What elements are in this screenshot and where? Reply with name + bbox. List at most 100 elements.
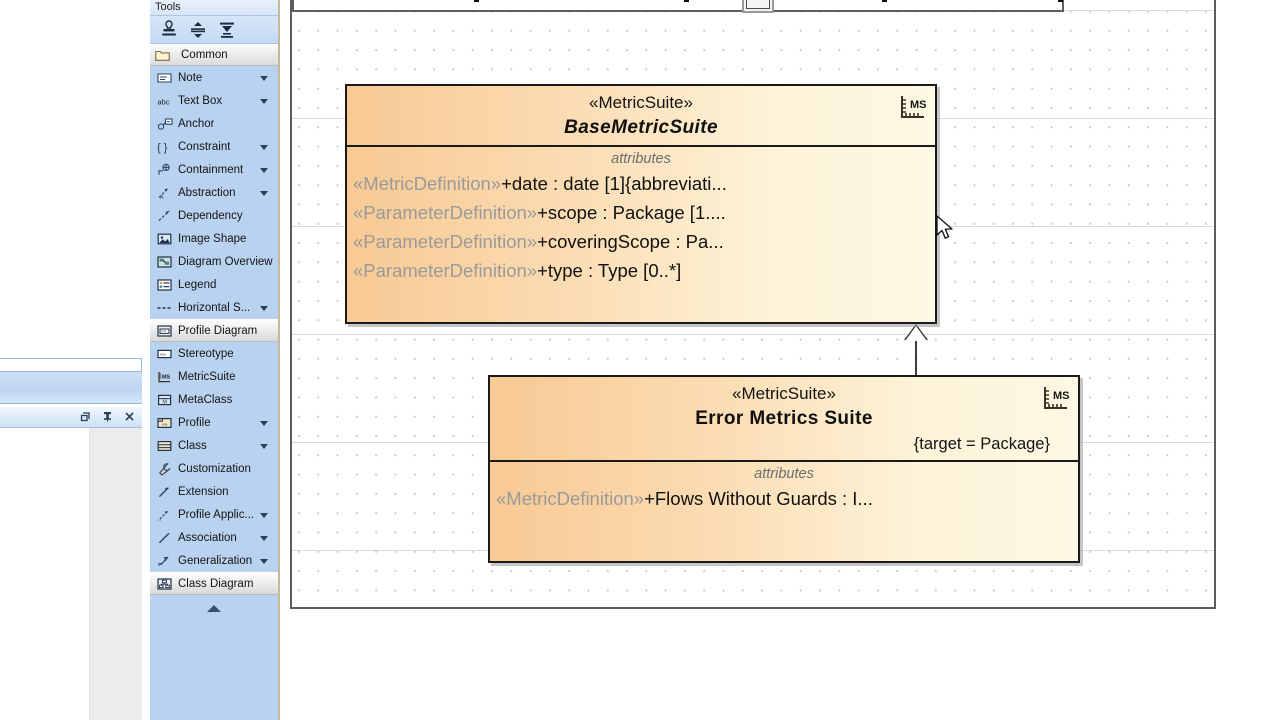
palette-item-text-box[interactable]: abc Text Box: [150, 89, 278, 112]
generalization-line[interactable]: [915, 340, 917, 376]
attribute-text: +Flows Without Guards : I...: [644, 488, 873, 509]
chevron-down-icon[interactable]: [260, 167, 268, 173]
diagram-canvas[interactable]: «MetricSuite» BaseMetricSuite MS attribu…: [282, 0, 1280, 720]
palette-item-customization[interactable]: Customization: [150, 457, 278, 480]
tools-palette-title: Tools: [150, 0, 278, 16]
chevron-down-icon[interactable]: [260, 443, 268, 449]
expand-vertical-icon[interactable]: [188, 20, 208, 40]
metricsuite-badge: MS: [1041, 383, 1071, 413]
palette-group-label: Common: [181, 49, 228, 61]
note-icon: [156, 70, 173, 86]
palette-item-profile[interactable]: «»Profile: [150, 411, 278, 434]
chevron-down-icon[interactable]: [260, 190, 268, 196]
horizontal-separator-icon: [156, 300, 173, 316]
palette-item-class[interactable]: Class: [150, 434, 278, 457]
attribute-row[interactable]: «MetricDefinition»+date : date [1]{abbre…: [347, 169, 935, 198]
palette-item-association[interactable]: Association: [150, 526, 278, 549]
chevron-down-icon[interactable]: [260, 75, 268, 81]
svg-text:«»: «»: [160, 352, 166, 358]
tools-palette: Tools: [150, 0, 280, 720]
docked-panel-titlebar[interactable]: [0, 406, 142, 428]
selection-handle[interactable]: [474, 0, 479, 2]
association-icon: [156, 530, 173, 546]
palette-item-class-diagram[interactable]: Class Diagram: [150, 572, 278, 595]
palette-item-extension[interactable]: Extension: [150, 480, 278, 503]
palette-item-dependency[interactable]: Dependency: [150, 204, 278, 227]
profile-note-shape[interactable]: [292, 0, 1064, 12]
chevron-down-icon[interactable]: [260, 144, 268, 150]
palette-group-common[interactable]: Common: [150, 44, 278, 66]
attributes-compartment: attributes «MetricDefinition»+date : dat…: [347, 147, 935, 289]
class-name: Error Metrics Suite: [695, 408, 873, 429]
class-icon: [156, 438, 173, 454]
attribute-row[interactable]: «ParameterDefinition»+type : Type [0..*]: [347, 256, 935, 285]
palette-item-anchor[interactable]: Anchor: [150, 112, 278, 135]
svg-text:A: A: [160, 195, 164, 200]
palette-item-generalization[interactable]: Generalization: [150, 549, 278, 572]
chevron-down-icon[interactable]: [260, 305, 268, 311]
collapse-up-arrow-icon[interactable]: [150, 595, 278, 621]
selection-handle[interactable]: [882, 0, 887, 2]
uml-class-basemetricsuite[interactable]: «MetricSuite» BaseMetricSuite MS attribu…: [345, 84, 937, 324]
palette-item-note[interactable]: Note: [150, 66, 278, 89]
collapse-icon[interactable]: [217, 20, 237, 40]
restore-icon[interactable]: [79, 410, 92, 423]
svg-text:abc: abc: [157, 97, 169, 106]
chevron-down-icon[interactable]: [260, 512, 268, 518]
palette-item-label: Diagram Overview: [178, 255, 273, 268]
chevron-down-icon[interactable]: [260, 98, 268, 104]
palette-item-image-shape[interactable]: Image Shape: [150, 227, 278, 250]
uml-class-error-metrics-suite[interactable]: «MetricSuite» Error Metrics Suite {targe…: [488, 375, 1080, 563]
palette-item-profile-applic[interactable]: ‹›Profile Applic...: [150, 503, 278, 526]
stereotype-image-icon: [742, 0, 774, 13]
metaclass-icon: M: [156, 392, 173, 408]
selection-handle[interactable]: [1058, 0, 1063, 2]
chevron-down-icon[interactable]: [260, 558, 268, 564]
palette-item-constraint[interactable]: { }Constraint: [150, 135, 278, 158]
palette-item-horizontal-s[interactable]: Horizontal S...: [150, 296, 278, 319]
palette-item-profile-diagram[interactable]: «»Profile Diagram: [150, 319, 278, 342]
attribute-stereotype: «MetricDefinition»: [353, 173, 502, 194]
attribute-text: +type : Type [0..*]: [537, 260, 682, 281]
textbox-icon: abc: [156, 93, 173, 109]
class-stereotype: «MetricSuite»: [732, 384, 836, 403]
svg-text:«»: «»: [162, 422, 168, 428]
metricsuite-badge: MS: [898, 92, 928, 122]
attribute-row[interactable]: «MetricDefinition»+Flows Without Guards …: [490, 484, 1078, 513]
attribute-row[interactable]: «ParameterDefinition»+coveringScope : Pa…: [347, 227, 935, 256]
chevron-down-icon[interactable]: [260, 420, 268, 426]
auto-hide-pin-icon[interactable]: [101, 410, 114, 423]
constraint-icon: { }: [156, 139, 173, 155]
selection-handle[interactable]: [684, 0, 689, 2]
stamp-icon[interactable]: [159, 19, 179, 40]
svg-text:MS: MS: [910, 99, 927, 111]
compartment-title: attributes: [611, 151, 671, 167]
palette-item-containment[interactable]: Containment: [150, 158, 278, 181]
palette-item-stereotype[interactable]: «»Stereotype: [150, 342, 278, 365]
palette-item-label: Image Shape: [178, 232, 247, 245]
palette-item-label: Customization: [178, 462, 251, 475]
panel-window-buttons: [79, 410, 136, 423]
chevron-down-icon[interactable]: [260, 535, 268, 541]
left-panel-upper: [0, 358, 142, 372]
tools-palette-toolbar: [150, 16, 278, 44]
generalization-icon: [156, 553, 173, 569]
class-tagged-value: {target = Package}: [913, 435, 1050, 453]
attribute-text: +coveringScope : Pa...: [537, 231, 724, 252]
customization-icon: [156, 461, 173, 477]
palette-item-diagram-overview[interactable]: Diagram Overview: [150, 250, 278, 273]
mouse-cursor: [936, 215, 955, 242]
close-icon[interactable]: [123, 410, 136, 423]
palette-item-label: Text Box: [178, 94, 223, 107]
attributes-compartment: attributes «MetricDefinition»+Flows With…: [490, 462, 1078, 517]
palette-item-legend[interactable]: Legend: [150, 273, 278, 296]
attribute-row[interactable]: «ParameterDefinition»+scope : Package [1…: [347, 198, 935, 227]
attribute-stereotype: «ParameterDefinition»: [353, 202, 538, 223]
class-header: «MetricSuite» Error Metrics Suite {targe…: [490, 377, 1078, 462]
panel-empty-column: [89, 428, 142, 720]
